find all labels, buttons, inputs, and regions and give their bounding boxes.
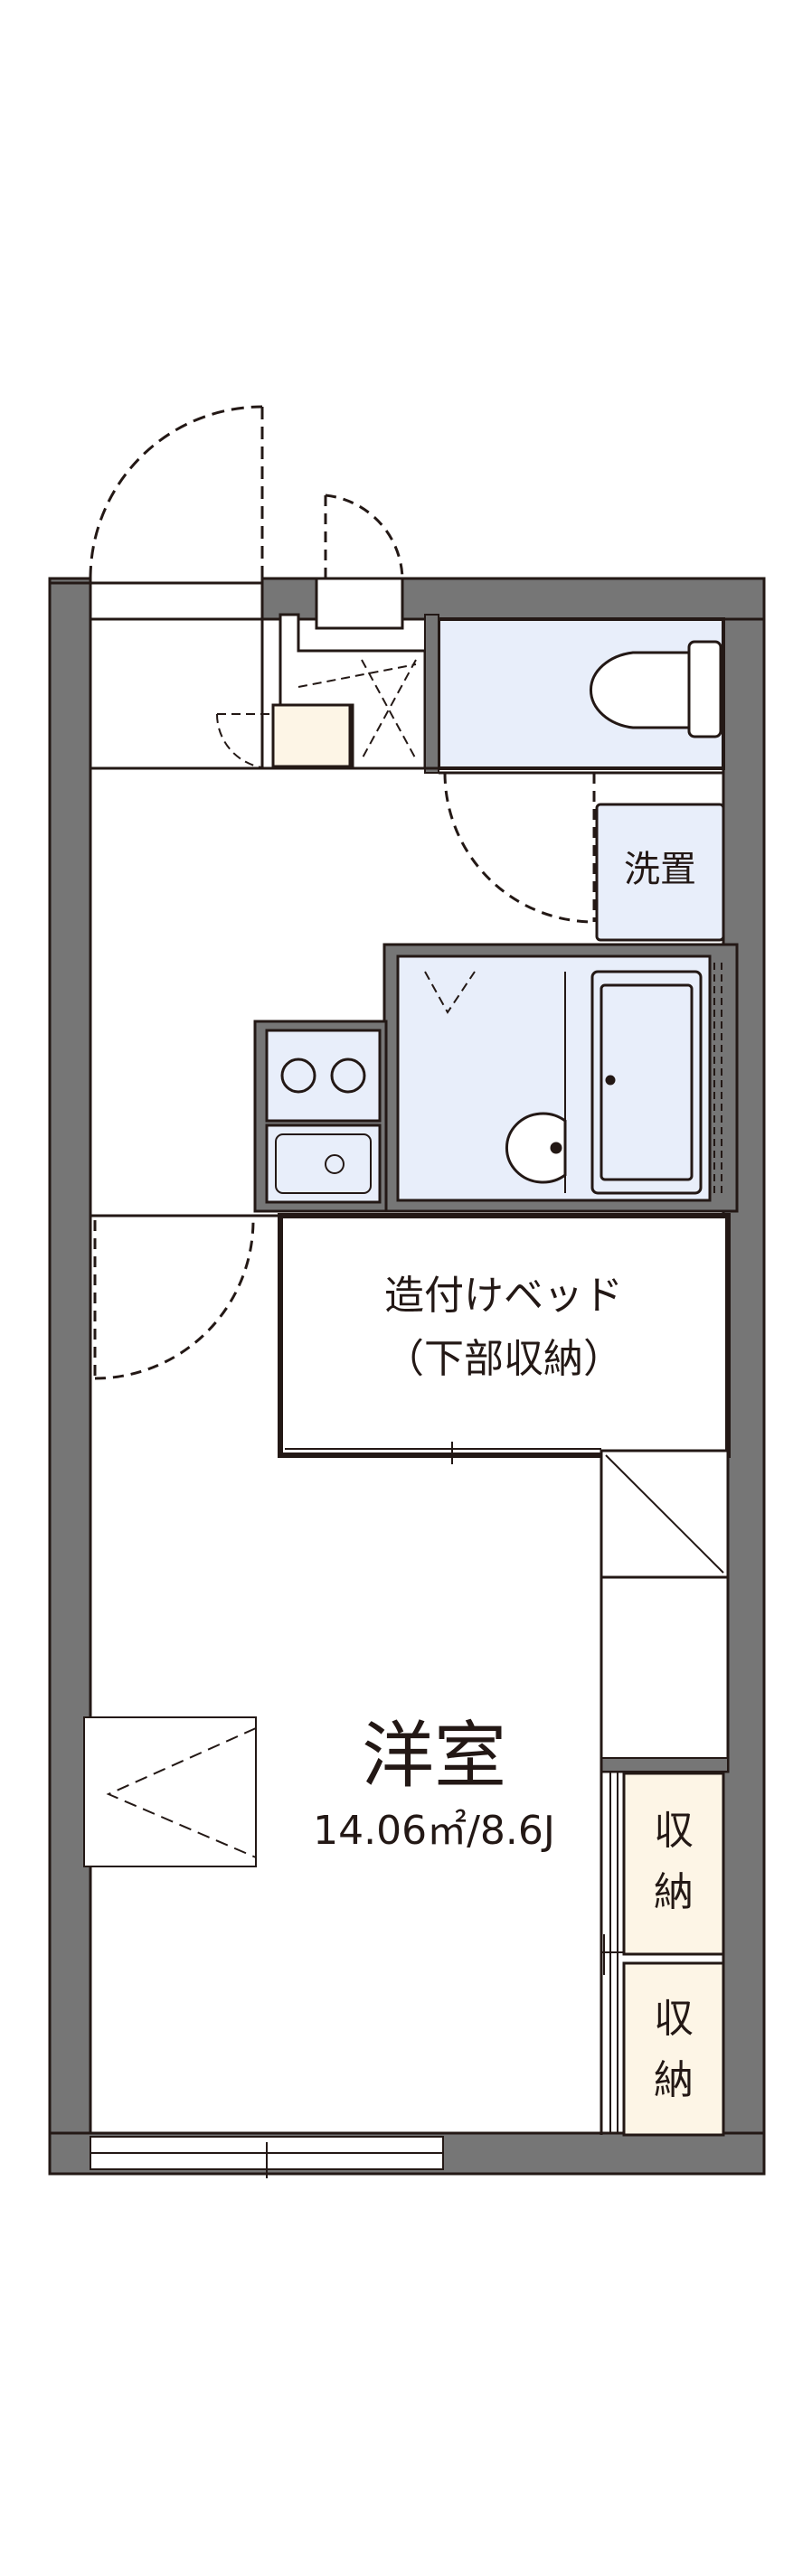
kitchen-basin bbox=[275, 1133, 372, 1194]
storage-lower-line1: 収 bbox=[654, 1996, 694, 2042]
bathtub-icon bbox=[590, 970, 703, 1195]
side-window bbox=[83, 1716, 257, 1867]
entrance-frame bbox=[89, 581, 264, 770]
closet-door-top bbox=[315, 494, 404, 630]
storage-lower: 収 納 bbox=[622, 1961, 725, 2137]
room-name: 洋室 bbox=[362, 1714, 506, 1798]
sink-icon bbox=[505, 1112, 567, 1184]
storage-lower-line2: 納 bbox=[654, 2057, 694, 2103]
burner-icon bbox=[280, 1058, 366, 1094]
drain-icon bbox=[325, 1154, 345, 1174]
storage-upper-line2: 納 bbox=[654, 1869, 694, 1915]
storage-rails bbox=[601, 1772, 624, 2133]
closet-door-diagonal bbox=[605, 1454, 724, 1574]
closet-divider bbox=[600, 1757, 729, 1772]
balcony-window bbox=[90, 2136, 444, 2178]
bath-door-swing bbox=[424, 971, 476, 1014]
bed-label: 造付けベッド bbox=[384, 1273, 623, 1319]
room-door bbox=[93, 1219, 255, 1380]
shoe-box bbox=[271, 703, 352, 768]
toilet-door bbox=[443, 772, 596, 924]
stove bbox=[265, 1029, 382, 1123]
laundry-area bbox=[595, 803, 725, 942]
storage-upper: 収 納 bbox=[622, 1772, 725, 1956]
bed-bottom-rail bbox=[285, 1442, 601, 1464]
entrance-door bbox=[89, 405, 264, 579]
laundry-label: 洗置 bbox=[624, 849, 696, 890]
corridor-lines bbox=[90, 766, 723, 775]
bed-note: （下部収納） bbox=[384, 1336, 623, 1382]
room-area: 14.06㎡/8.6J bbox=[313, 1808, 555, 1854]
built-in-bed bbox=[278, 1213, 731, 1458]
storage-upper-line1: 収 bbox=[654, 1808, 694, 1854]
bath-window bbox=[713, 963, 722, 1193]
toilet-icon bbox=[589, 640, 722, 738]
partition-wall-1 bbox=[424, 614, 439, 774]
closet-wall bbox=[600, 1449, 730, 1773]
